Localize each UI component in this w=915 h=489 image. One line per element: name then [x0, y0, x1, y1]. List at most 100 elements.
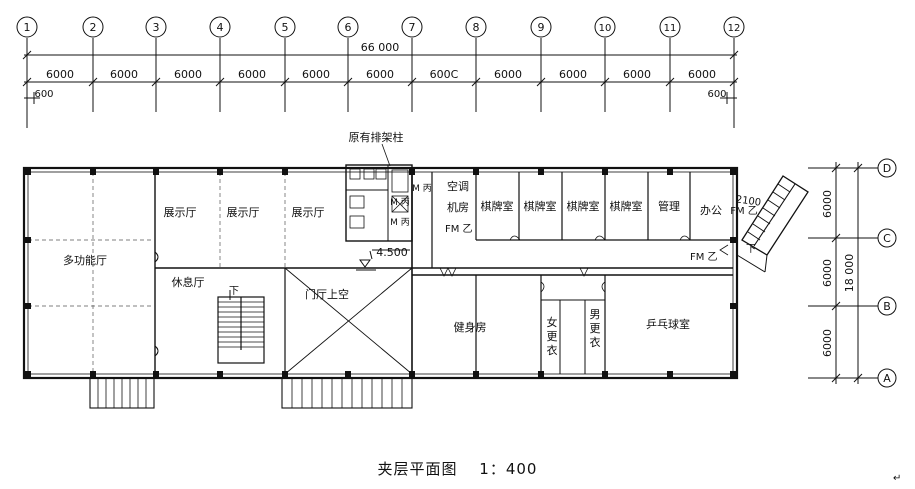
axis-bubble-B: B	[877, 296, 897, 316]
axis-label-11: 11	[664, 23, 677, 34]
room-label-chess-2: 棋牌室	[524, 199, 557, 213]
door-swings	[154, 235, 729, 357]
door-m-label-3: M 丙	[390, 217, 410, 228]
axis-label-9: 9	[538, 21, 545, 34]
column-axis-bubbles: 1 2 3 4 5 6 7 8 9 10 11 12	[16, 16, 745, 38]
entrance-steps-center	[281, 377, 413, 409]
vertical-bay-label: 6000	[821, 259, 834, 287]
room-label-exhibit-1: 展示厅	[164, 206, 197, 219]
caption-title: 夹层平面图	[377, 460, 458, 478]
room-label-gym: 健身房	[454, 320, 487, 334]
axis-bubble-9: 9	[530, 16, 552, 38]
axis-bubble-A: A	[877, 368, 897, 388]
edge-dim-left: 600	[34, 89, 53, 100]
axis-bubble-4: 4	[209, 16, 231, 38]
plan-annotations: 原有排架柱 4.500 FM 乙 FM 乙 FM 乙 下 下 M 丙 M 丙 M…	[229, 130, 758, 297]
axis-label-8: 8	[473, 21, 480, 34]
stair-dimension-label: 2100	[735, 194, 762, 208]
room-label-female-1: 女	[547, 315, 558, 329]
bay-label: 6000	[302, 68, 330, 81]
room-label-exhibit-2: 展示厅	[227, 206, 260, 219]
axis-bubble-8: 8	[465, 16, 487, 38]
axis-label-D: D	[883, 162, 891, 175]
room-label-rest: 休息厅	[172, 275, 205, 289]
axis-bubble-7: 7	[401, 16, 423, 38]
axis-label-A: A	[883, 372, 891, 385]
axis-label-1: 1	[24, 21, 31, 34]
room-label-chess-3: 棋牌室	[567, 199, 600, 213]
axis-label-7: 7	[409, 21, 416, 34]
caption-scale: 1：400	[479, 460, 538, 478]
room-label-male-3: 衣	[590, 335, 601, 349]
axis-bubble-10: 10	[594, 16, 616, 38]
bay-label: 600C	[430, 68, 459, 81]
fire-door-label-3: FM 乙	[730, 205, 758, 217]
axis-bubble-3: 3	[145, 16, 167, 38]
stair-down-label-1: 下	[229, 286, 239, 297]
overall-depth-label: 18 000	[843, 254, 856, 293]
axis-label-C: C	[883, 232, 891, 245]
door-m-label-2: M 丙	[390, 197, 410, 208]
room-label-exhibit-3: 展示厅	[292, 206, 325, 219]
corner-return-mark: ↵	[893, 473, 902, 484]
fire-door-label-1: FM 乙	[445, 223, 473, 235]
drawing-caption: 夹层平面图 1：400	[0, 458, 915, 479]
axis-bubble-12: 12	[723, 16, 745, 38]
lobby-void-cross	[284, 267, 413, 375]
bay-label: 6000	[494, 68, 522, 81]
axis-label-5: 5	[282, 21, 289, 34]
axis-label-12: 12	[728, 23, 741, 34]
main-staircase	[217, 290, 265, 364]
axis-grid-dashed	[28, 172, 286, 374]
room-label-office: 办公	[700, 204, 722, 217]
room-label-ac-2: 机房	[447, 200, 469, 214]
axis-bubble-D: D	[877, 158, 897, 178]
axis-bubble-2: 2	[82, 16, 104, 38]
column-axis-group	[26, 38, 735, 128]
room-label-chess-1: 棋牌室	[481, 199, 514, 213]
axis-label-6: 6	[345, 21, 352, 34]
bay-label: 6000	[688, 68, 716, 81]
right-dimension-lines	[808, 162, 878, 384]
axis-bubble-5: 5	[274, 16, 296, 38]
bay-label: 6000	[238, 68, 266, 81]
bay-label: 6000	[366, 68, 394, 81]
bay-label: 6000	[559, 68, 587, 81]
vertical-dimension-labels: 6000 6000 6000 18 000	[821, 190, 856, 357]
axis-label-B: B	[883, 300, 891, 313]
row-axis-bubbles: D C B A	[877, 158, 897, 388]
room-label-male-1: 男	[590, 308, 601, 321]
existing-riser-leader	[381, 143, 391, 167]
bay-label: 6000	[623, 68, 651, 81]
existing-riser-label: 原有排架柱	[349, 130, 404, 144]
bay-label: 6000	[174, 68, 202, 81]
overall-width-label: 66 000	[361, 41, 400, 54]
axis-bubble-1: 1	[16, 16, 38, 38]
edge-dim-right: 600	[707, 89, 726, 100]
elevation-marker	[356, 249, 410, 271]
stair-down-label-2: 下	[746, 244, 756, 255]
bay-label: 6000	[110, 68, 138, 81]
vertical-bay-label: 6000	[821, 190, 834, 218]
room-label-manage: 管理	[658, 199, 680, 213]
service-core-details	[349, 168, 409, 229]
door-m-label-1: M 丙	[412, 183, 432, 194]
room-label-female-2: 更	[547, 330, 558, 343]
elevation-label: 4.500	[376, 246, 408, 259]
room-label-female-3: 衣	[547, 343, 558, 357]
axis-bubble-11: 11	[659, 16, 681, 38]
building-walls	[22, 164, 739, 380]
room-label-ac-1: 空调	[447, 179, 469, 193]
room-label-lobby-above: 门厅上空	[305, 287, 349, 301]
room-label-pingpong: 乒乓球室	[646, 317, 690, 331]
vertical-bay-label: 6000	[821, 329, 834, 357]
room-label-multi: 多功能厅	[63, 253, 107, 267]
external-fire-stair	[736, 175, 809, 273]
room-label-chess-4: 棋牌室	[610, 199, 643, 213]
bay-label: 6000	[46, 68, 74, 81]
fire-door-label-2: FM 乙	[690, 251, 718, 263]
top-dimension-lines	[22, 50, 739, 104]
axis-label-10: 10	[599, 23, 612, 34]
entrance-steps-left	[89, 377, 155, 409]
